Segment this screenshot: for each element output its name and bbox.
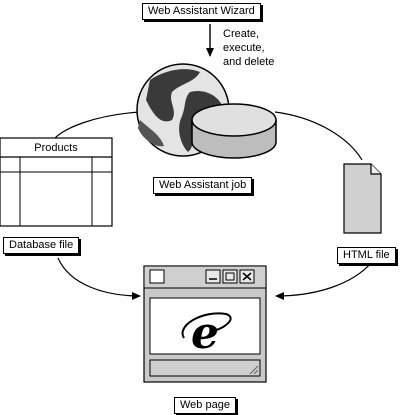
svg-text:e: e bbox=[191, 308, 219, 359]
action-note: Create, execute, and delete bbox=[223, 28, 275, 68]
job-label: Web Assistant job bbox=[153, 177, 253, 194]
web-page-label: Web page bbox=[174, 397, 236, 414]
wizard-label: Web Assistant Wizard bbox=[142, 3, 261, 20]
arc-job-to-db bbox=[54, 111, 141, 139]
browser-window-icon bbox=[143, 265, 267, 383]
internet-explorer-logo: e bbox=[181, 308, 232, 359]
arrow-html-to-webpage bbox=[275, 261, 373, 300]
products-table-icon bbox=[0, 137, 113, 227]
database-file-label: Database file bbox=[3, 237, 80, 254]
document-icon bbox=[343, 163, 382, 234]
arc-job-to-html bbox=[274, 111, 363, 161]
table-header: Products bbox=[34, 142, 78, 154]
database-disk-icon bbox=[191, 103, 277, 159]
html-file-label: HTML file bbox=[337, 247, 396, 264]
arrow-db-to-webpage bbox=[57, 257, 141, 300]
